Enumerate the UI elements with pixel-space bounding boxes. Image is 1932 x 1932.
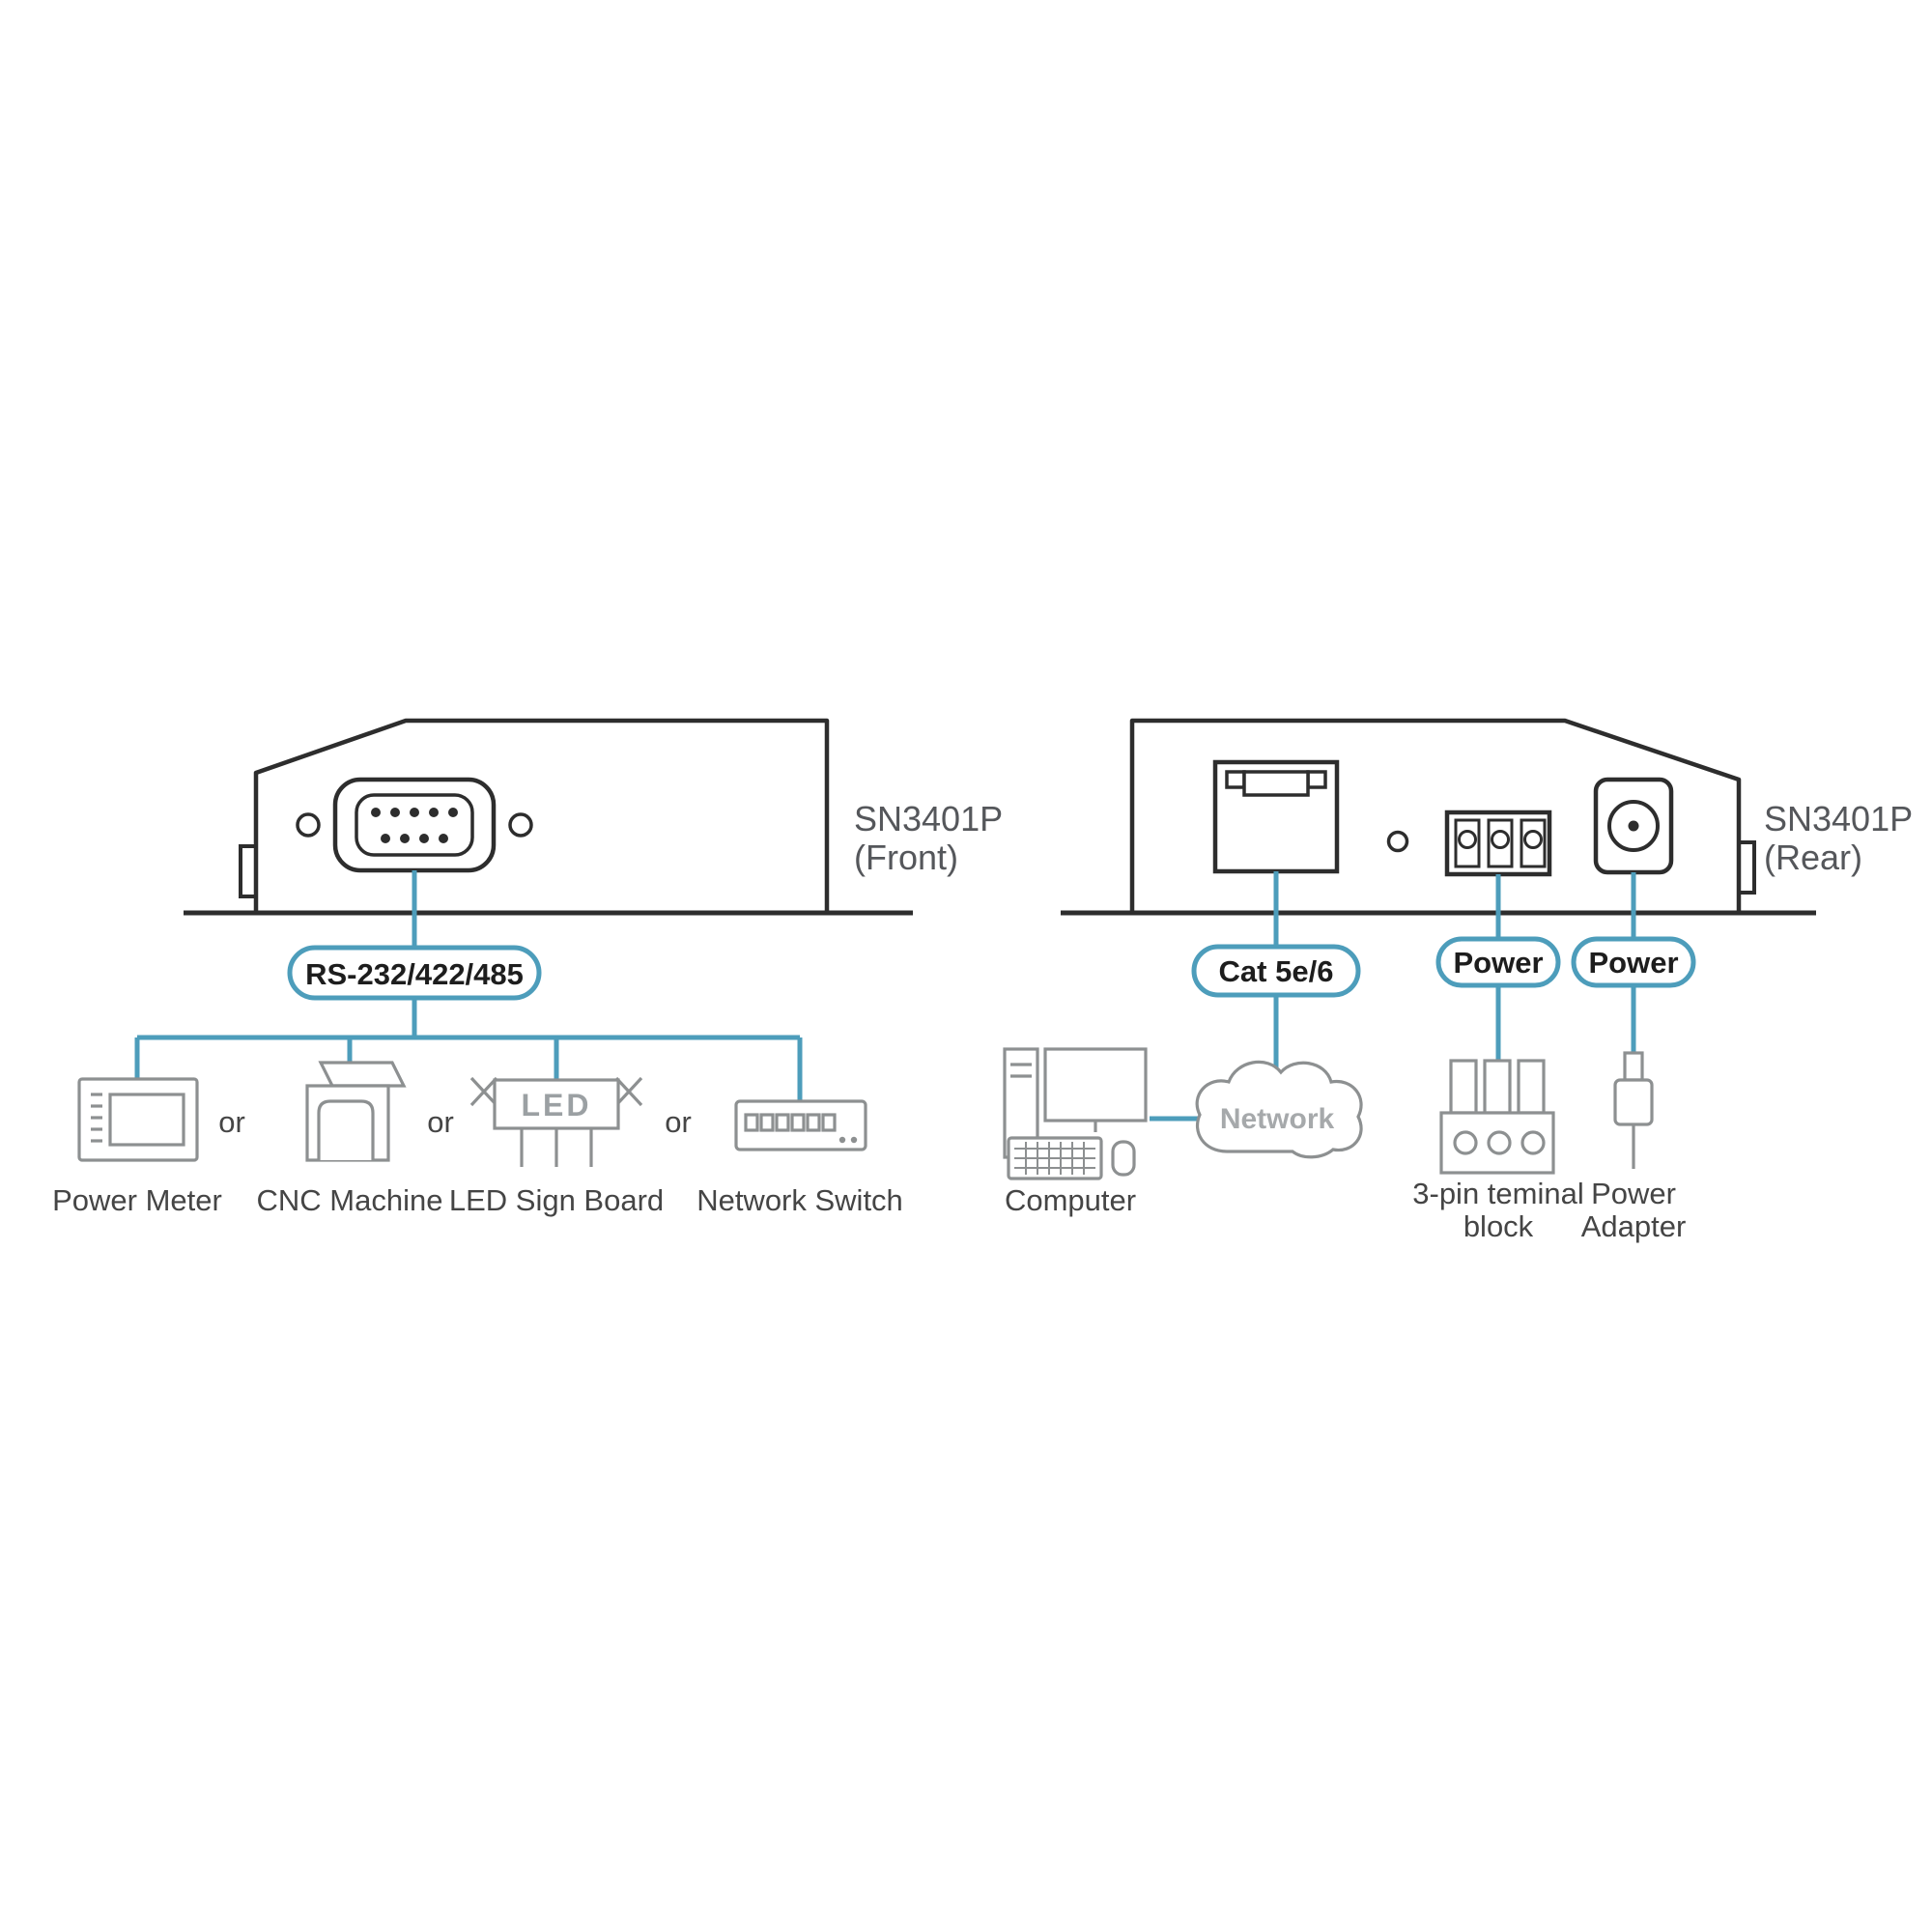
switch-port (806, 1113, 821, 1132)
cnc-machine-label: CNC Machine (257, 1183, 443, 1217)
power-adapter-label-line2: Adapter (1581, 1209, 1687, 1243)
switch-port (821, 1113, 837, 1132)
rear-view-label: (Rear) (1764, 838, 1862, 877)
led-brace (614, 1076, 643, 1107)
tb-screw (1491, 830, 1510, 849)
switch-led-dot (850, 1136, 858, 1144)
db9-pin (371, 808, 381, 817)
serial-distribution-line (134, 998, 803, 1101)
tb-hole (1520, 1130, 1546, 1155)
computer-icon (1003, 1047, 1148, 1180)
db9-pin (381, 834, 390, 843)
led-legs (520, 1128, 593, 1167)
cat-pill (1191, 944, 1361, 998)
tb-hole (1453, 1130, 1478, 1155)
terminal-block-plug-icon (1439, 1059, 1555, 1175)
cnc-machine-icon (305, 1061, 407, 1162)
db9-pin (429, 808, 439, 817)
led-board-text: LED (522, 1088, 592, 1122)
led-sign-board-icon: LED (469, 1076, 643, 1167)
power-meter-icon (77, 1077, 199, 1162)
db9-pin (410, 808, 419, 817)
terminal-block-label-line1: 3-pin teminal (1412, 1177, 1583, 1210)
tb-pin (1449, 1059, 1478, 1115)
keyboard-keys (1014, 1142, 1095, 1175)
meter-ticks (91, 1093, 102, 1143)
db9-pin (390, 808, 400, 817)
front-device: SN3401P (Front) (184, 718, 1003, 916)
switch-port (759, 1113, 775, 1132)
db9-pins (371, 808, 458, 843)
power-adapter-label-line1: Power (1591, 1177, 1676, 1210)
adapter-body (1613, 1078, 1654, 1126)
adapter-barrel (1623, 1051, 1644, 1082)
power-pill-right-label: Power (1588, 946, 1678, 980)
cat-pill-label: Cat 5e/6 (1219, 954, 1334, 988)
db9-pin (448, 808, 458, 817)
tb-screw (1458, 830, 1477, 849)
switch-port (790, 1113, 806, 1132)
led-braces (469, 1076, 643, 1107)
rj45-port-icon (1212, 759, 1340, 874)
terminal-block-port-icon (1444, 810, 1552, 877)
power-adapter-icon (1613, 1051, 1654, 1169)
front-mount-flange (239, 844, 256, 898)
front-model-label: SN3401P (854, 799, 1003, 838)
db9-screw-right (508, 812, 533, 838)
rear-mount-flange (1739, 840, 1756, 895)
power-pill-right (1571, 936, 1696, 988)
dc-jack-icon (1593, 777, 1674, 875)
db9-screw-left (296, 812, 321, 838)
cloud-shape (1195, 1060, 1363, 1159)
network-switch-label: Network Switch (696, 1183, 903, 1217)
or-separator-1: or (218, 1105, 245, 1139)
led-board (493, 1078, 620, 1130)
dc-pin (1628, 820, 1639, 832)
or-separator-3: or (665, 1105, 692, 1139)
led-sign-board-label: LED Sign Board (449, 1183, 664, 1217)
or-separator-2: or (427, 1105, 454, 1139)
network-cloud-icon: Network (1195, 1060, 1363, 1159)
tb-pin (1483, 1059, 1512, 1115)
cnc-opening (317, 1099, 375, 1160)
rj45-notch-right (1306, 770, 1327, 789)
network-cloud-label: Network (1220, 1103, 1335, 1135)
led-brace (469, 1076, 498, 1107)
rj45-pin-block (1242, 770, 1310, 797)
terminal-block-label-line2: block (1463, 1209, 1534, 1243)
serial-pill-label: RS-232/422/485 (305, 957, 524, 991)
db9-pin (400, 834, 410, 843)
rj45-notch-left (1225, 770, 1246, 789)
tb-screw (1523, 830, 1543, 849)
rear-model-label: SN3401P (1764, 799, 1913, 838)
front-connections: RS-232/422/485 (134, 870, 803, 1101)
power-pill-left (1435, 936, 1561, 988)
power-meter-label: Power Meter (52, 1183, 222, 1217)
db9-pin (439, 834, 448, 843)
switch-port (744, 1113, 759, 1132)
switch-ports (744, 1113, 837, 1132)
power-pill-left-label: Power (1453, 946, 1543, 980)
computer-label: Computer (1005, 1183, 1136, 1217)
network-switch-icon (734, 1099, 867, 1151)
db9-inner (355, 793, 474, 857)
tb-pin (1517, 1059, 1546, 1115)
rear-connections: Cat 5e/6 Power Power (1150, 871, 1696, 1122)
switch-led-dot (838, 1136, 846, 1144)
meter-screen (108, 1093, 185, 1147)
computer-mouse (1111, 1140, 1136, 1177)
db9-serial-port-icon (296, 777, 533, 873)
db9-pin (419, 834, 429, 843)
computer-monitor (1043, 1047, 1148, 1122)
switch-port (775, 1113, 790, 1132)
front-view-label: (Front) (854, 838, 958, 877)
tb-hole (1487, 1130, 1512, 1155)
status-led-icon (1386, 830, 1409, 853)
cnc-top (318, 1061, 407, 1088)
rear-device: SN3401P (Rear) (1061, 718, 1913, 916)
